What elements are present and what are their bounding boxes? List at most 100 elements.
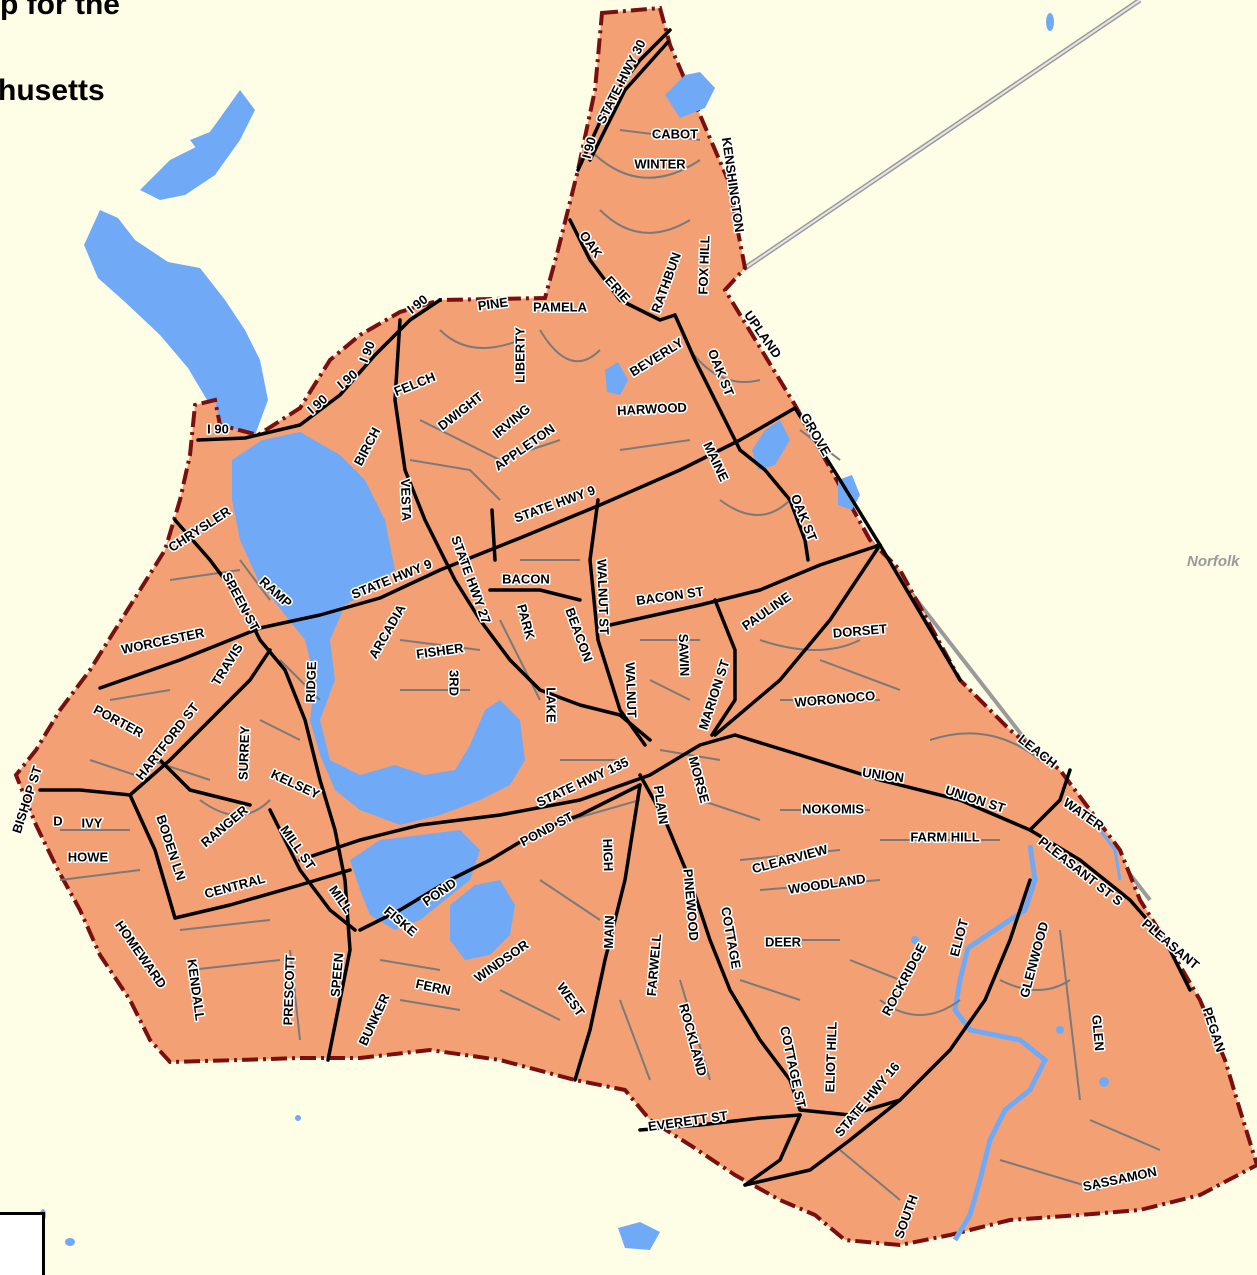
pleasant-st	[1028, 828, 1192, 992]
lake-north-small	[190, 130, 225, 160]
state-hwy-9	[98, 406, 797, 690]
street-label: WALNUT ST	[594, 559, 612, 635]
state-hwy-135	[298, 733, 737, 862]
pond-beverly	[605, 362, 628, 395]
minor-road	[379, 959, 441, 971]
minor-road	[739, 849, 841, 861]
grove-road	[793, 406, 882, 547]
pond-small-3	[295, 1115, 301, 1121]
minor-road	[689, 349, 761, 383]
street-label: FOX HILL	[695, 235, 712, 295]
minor-road	[699, 799, 761, 821]
lake-northwest	[84, 210, 268, 440]
minor-road	[149, 759, 211, 781]
pond-fiske	[450, 880, 515, 960]
street-label: VESTA	[398, 479, 414, 522]
street-label: HOWE	[68, 849, 109, 864]
pond-rockridge	[911, 936, 919, 944]
hwy-16	[638, 773, 1032, 1117]
map-title-line-1: p for the	[0, 0, 120, 21]
pond-st	[358, 783, 642, 932]
minor-road	[169, 569, 241, 581]
boden-ln	[128, 793, 177, 920]
street-label: DORSET	[832, 621, 887, 641]
town-area	[13, 5, 1257, 1248]
pond-north	[1046, 13, 1054, 31]
minor-road	[719, 499, 791, 516]
minor-road	[409, 459, 501, 501]
street-label: FARM HILL	[910, 829, 979, 844]
minor-road	[1059, 929, 1081, 1101]
minor-road	[179, 919, 271, 931]
everett-st	[638, 1113, 802, 1132]
central-st	[173, 868, 352, 920]
minor-road	[739, 979, 801, 1001]
lake-cochituate	[232, 432, 525, 825]
county-label: Norfolk	[1187, 553, 1240, 570]
oak-st	[673, 313, 810, 562]
street-label: CABOT	[652, 126, 698, 141]
minor-road	[819, 659, 901, 691]
pond-grove	[752, 420, 790, 470]
street-label: PRESCOTT	[280, 954, 297, 1025]
street-label: I 90	[207, 421, 229, 436]
street-label: SPEEN	[328, 952, 347, 997]
minor-road	[399, 639, 481, 651]
pond-glen	[1099, 1077, 1109, 1087]
minor-road	[879, 999, 961, 1016]
lake-cochituate-south	[350, 830, 480, 930]
leach-road	[713, 543, 882, 737]
outside-water	[40, 13, 1054, 1250]
minor-road	[659, 749, 721, 761]
charles-river	[952, 844, 1049, 1242]
street-label: HIGH	[600, 838, 616, 871]
street-label: FARWELL	[644, 933, 664, 997]
water-stream	[1098, 829, 1122, 881]
minor-road	[289, 949, 301, 1041]
minor-road	[109, 689, 171, 701]
bacon-road	[488, 588, 582, 602]
county-line-inner	[744, 0, 1141, 269]
minor-road	[599, 209, 691, 234]
state-hwy-27	[393, 318, 652, 742]
ranger-road	[158, 758, 252, 807]
legend-box	[0, 1212, 45, 1275]
minor-road	[759, 879, 881, 891]
oak-st-north	[568, 218, 677, 322]
street-label: ELIOT HILL	[822, 1021, 839, 1092]
street-label: WINTER	[634, 156, 686, 171]
major-roads	[38, 28, 1192, 1187]
bacon-st	[608, 543, 882, 627]
marion-st	[710, 598, 737, 737]
minor-road	[439, 329, 521, 349]
minor-road	[499, 989, 561, 1021]
street-label: MAIN	[601, 915, 617, 949]
minor-road	[849, 959, 901, 981]
state-hwy-30	[588, 40, 670, 162]
minor-road	[259, 719, 301, 741]
south-st	[743, 1113, 802, 1187]
street-label: HARWOOD	[617, 400, 688, 419]
street-label: 3RD	[447, 670, 462, 696]
minor-road	[189, 959, 281, 971]
street-label: LIBERTY	[512, 327, 527, 383]
minor-road	[499, 619, 541, 701]
pond-glenwood	[1056, 1026, 1064, 1034]
minor-road	[999, 979, 1071, 991]
street-label: PLAIN	[651, 784, 671, 825]
minor-road	[399, 999, 461, 1011]
minor-road	[419, 419, 561, 462]
street-label: D	[53, 813, 62, 828]
street-label: PINE	[477, 294, 509, 313]
hwy-16-east	[743, 1098, 902, 1187]
minor-road	[539, 329, 601, 363]
street-label: SURREY	[235, 725, 252, 780]
map-title-line-2: husetts	[0, 74, 105, 107]
minor-road	[279, 659, 321, 701]
mill-st	[268, 808, 357, 932]
street-label: NOKOMIS	[802, 801, 864, 816]
minor-road	[619, 129, 701, 141]
minor-road	[619, 999, 651, 1081]
street-label: I 90	[579, 135, 599, 160]
